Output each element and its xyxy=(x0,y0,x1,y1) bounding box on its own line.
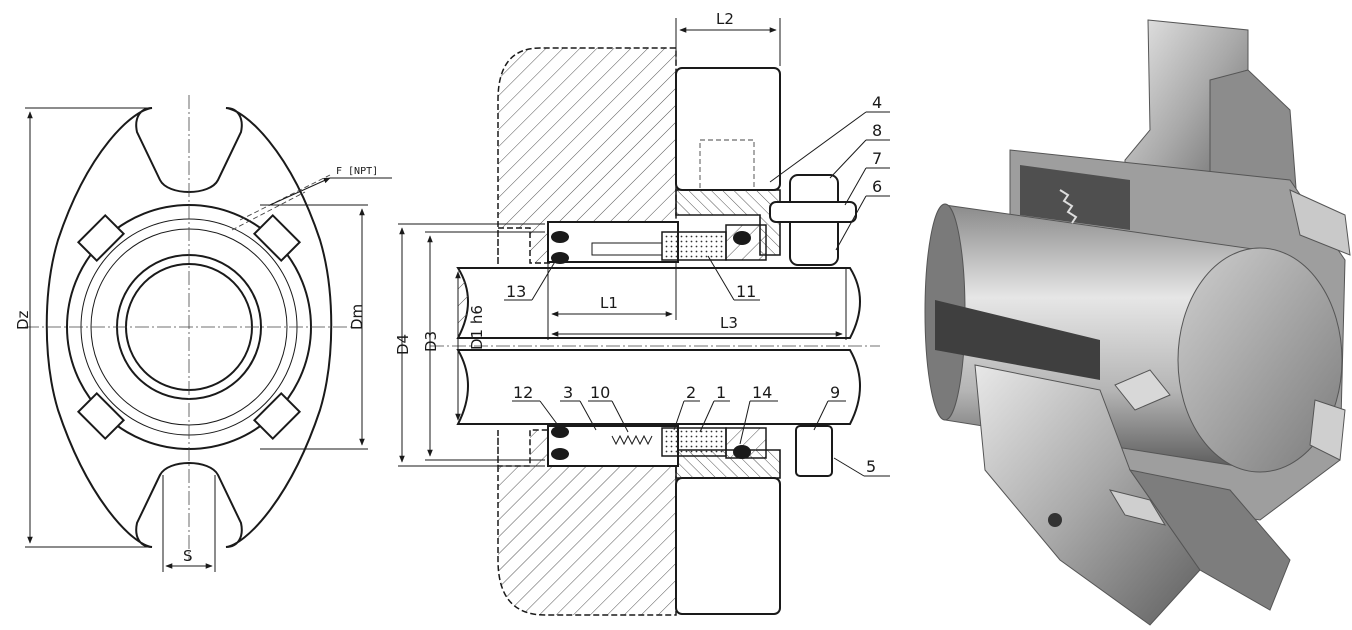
gland-block-top xyxy=(675,67,781,191)
centring-clip-tl xyxy=(76,213,126,263)
l2-label: L2 xyxy=(716,10,734,28)
render-bottom-lug xyxy=(974,364,1201,626)
l3-label: L3 xyxy=(720,314,738,332)
shaft xyxy=(456,267,861,339)
centring-clip-tr xyxy=(252,213,302,263)
callout-12: 12 xyxy=(513,383,533,402)
render-npt-port xyxy=(1048,513,1062,527)
render-bolt-bottom xyxy=(1114,369,1171,411)
callout-4-leader xyxy=(769,111,867,183)
collar-plate-top xyxy=(769,201,857,223)
oring-14-top xyxy=(733,231,751,245)
oring-12-top xyxy=(551,231,569,243)
oring-14-bottom xyxy=(733,445,751,459)
callout-6-leader xyxy=(835,195,867,251)
callout-11: 11 xyxy=(736,282,756,301)
shaft-lower xyxy=(456,349,861,425)
section-view: D4 D3 D1 h6 L2 L1 L3 4 8 7 6 xyxy=(394,10,890,616)
part-callouts: 4 8 7 6 13 11 12 3 10 xyxy=(504,93,890,477)
callout-6: 6 xyxy=(872,177,882,196)
render-spring-top xyxy=(1059,189,1078,224)
callout-14: 14 xyxy=(752,383,772,402)
callout-2-leader xyxy=(673,400,685,431)
callout-4: 4 xyxy=(872,93,882,112)
callout-1: 1 xyxy=(716,383,726,402)
housing-lower xyxy=(497,429,677,616)
callout-8-leader xyxy=(829,139,867,179)
set-screw-bottom xyxy=(795,425,833,477)
dm-label: Dm xyxy=(348,304,366,330)
callout-7: 7 xyxy=(872,149,882,168)
callout-5-leader xyxy=(833,457,865,477)
s-label: S xyxy=(183,547,193,565)
oring-12-bottom xyxy=(551,426,569,438)
npt-port-dashed xyxy=(239,174,331,221)
callout-2: 2 xyxy=(686,383,696,402)
render-cutaway-top xyxy=(1020,165,1130,230)
callout-3: 3 xyxy=(563,383,573,402)
npt-leader xyxy=(269,177,331,206)
render-cutaway-bottom xyxy=(935,300,1100,380)
npt-port-dashed-2 xyxy=(231,191,306,231)
centring-clip-bl xyxy=(76,391,126,441)
callout-10-leader xyxy=(611,400,629,433)
callout-1-leader xyxy=(699,400,715,433)
render-bolt-right xyxy=(1309,399,1346,461)
callout-13: 13 xyxy=(506,282,526,301)
callout-12-leader xyxy=(539,400,561,429)
callout-9-leader xyxy=(813,400,829,431)
render-centring-clip xyxy=(1108,489,1167,526)
d1-label: D1 h6 xyxy=(468,305,486,350)
dz-label: Dz xyxy=(14,310,32,330)
callout-13-leader xyxy=(531,259,557,301)
callout-8: 8 xyxy=(872,121,882,140)
npt-label: F [NPT] xyxy=(336,166,378,177)
callout-3-leader xyxy=(579,400,597,431)
render-shaft-end-face xyxy=(1177,247,1343,473)
callout-7-leader xyxy=(844,167,867,206)
render-bolt-top xyxy=(1289,189,1351,256)
oring-13-bottom xyxy=(551,448,569,460)
d3-label: D3 xyxy=(422,331,440,352)
sleeve-bottom xyxy=(547,425,679,467)
callout-5: 5 xyxy=(866,457,876,476)
gland-block-bottom xyxy=(675,477,781,615)
l1-label: L1 xyxy=(600,294,618,312)
callout-10: 10 xyxy=(590,383,610,402)
oring-13-top xyxy=(551,252,569,264)
d4-label: D4 xyxy=(394,334,412,355)
centring-clip-br xyxy=(252,391,302,441)
callout-14-leader xyxy=(739,400,751,445)
spring-bottom xyxy=(611,434,653,446)
seal-3d-render xyxy=(924,19,1351,626)
seal-face-top xyxy=(661,231,727,261)
front-view: F [NPT] Dz Dm S xyxy=(14,95,392,572)
callout-9: 9 xyxy=(830,383,840,402)
callout-11-leader xyxy=(707,255,735,301)
render-bottom-lug-side xyxy=(1128,469,1291,611)
seal-face-bottom xyxy=(661,427,727,457)
